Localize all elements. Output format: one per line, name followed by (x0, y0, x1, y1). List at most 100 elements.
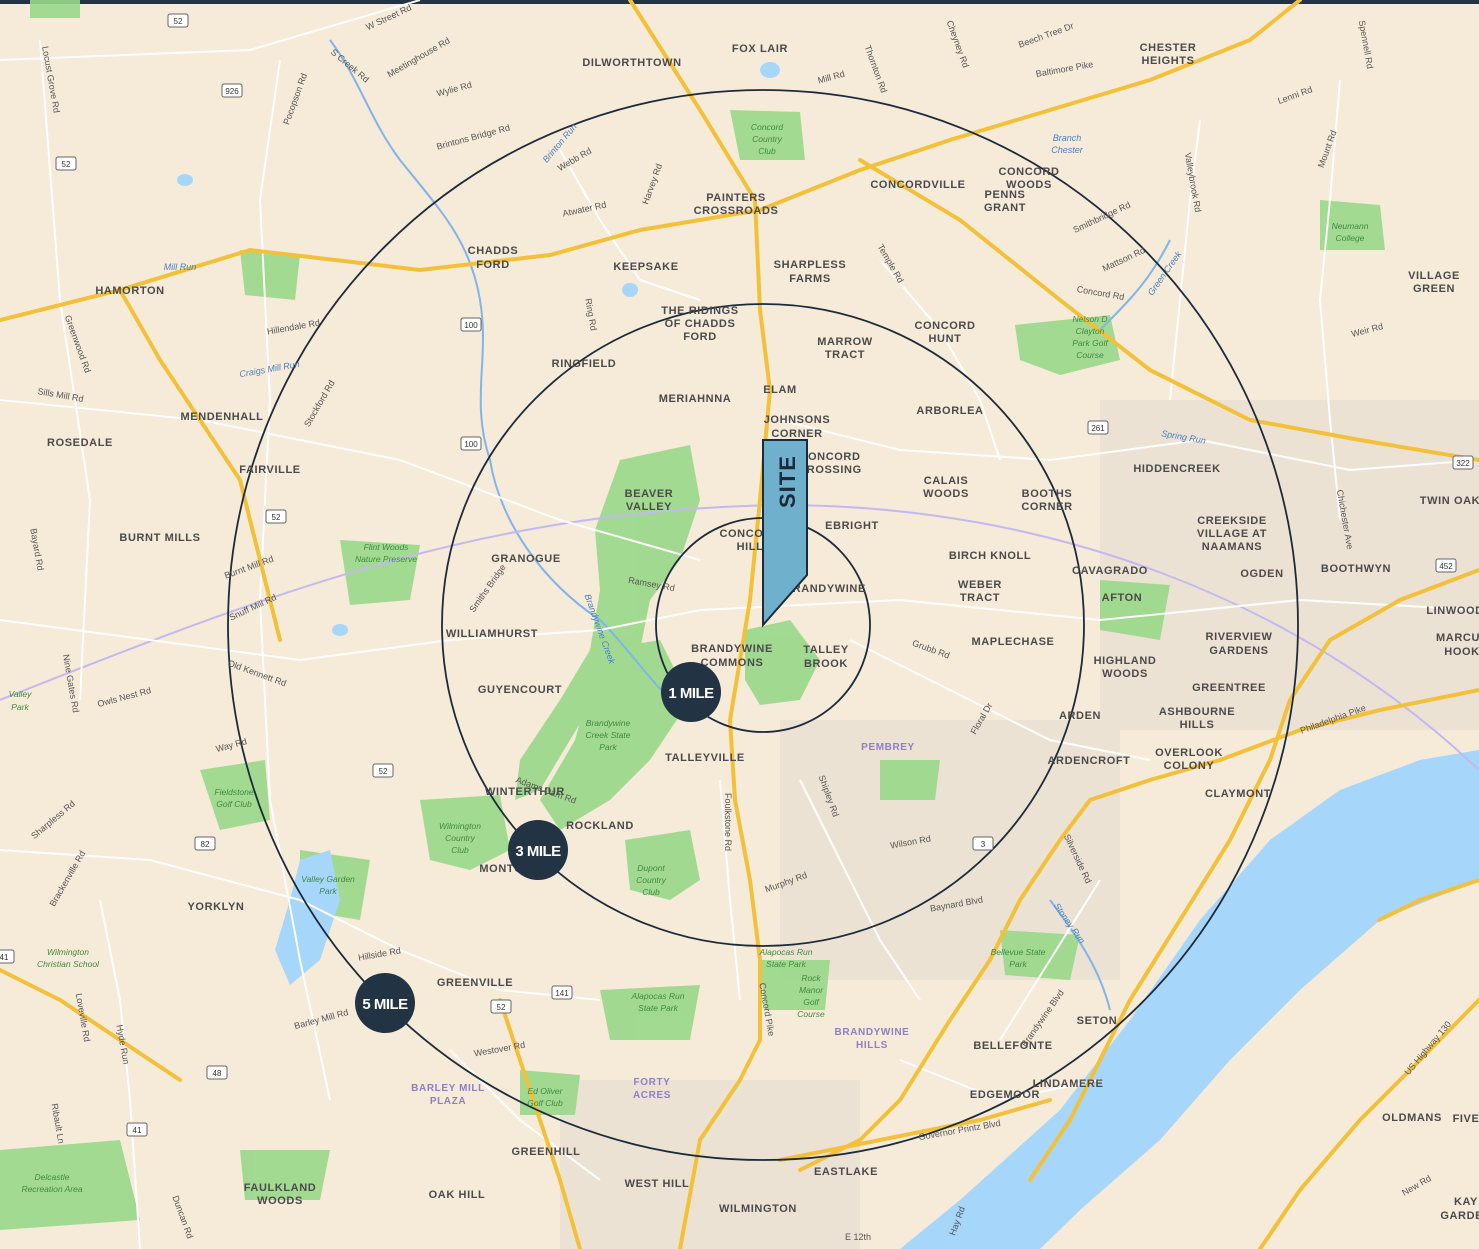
route-shield-icon: 926 (221, 83, 243, 98)
place-label: PLAZA (430, 1096, 466, 1107)
flag-pin-icon[interactable] (762, 439, 808, 628)
place-label: ARDENCROFT (1048, 755, 1131, 767)
place-label: FAULKLAND (244, 1182, 317, 1194)
place-label: MERIAHNNA (659, 393, 732, 405)
place-label: CONCORD (914, 320, 975, 332)
route-shield-icon: 3 (972, 836, 994, 851)
place-label: OVERLOOK (1155, 747, 1223, 759)
place-label: NAAMANS (1202, 541, 1262, 553)
place-label: HILL (737, 541, 764, 553)
water-label: Chester (1051, 145, 1084, 155)
park-label: State Park (766, 959, 806, 969)
place-label: TWIN OAK (1420, 495, 1479, 507)
badge-label: 5 MILE (362, 996, 408, 1013)
place-label: GREENVILLE (437, 977, 513, 989)
park-label: Manor (799, 985, 824, 995)
place-label: WINTERTHUR (485, 786, 565, 798)
place-label: ELAM (763, 384, 797, 396)
route-shield-icon: 41 (0, 949, 15, 964)
park-label: Dupont (637, 863, 665, 873)
place-label: CORNER (771, 428, 822, 440)
route-shield-number: 82 (201, 840, 210, 849)
park-label: Bellevue State (991, 947, 1046, 957)
route-shield-icon: 100 (460, 317, 482, 332)
badge-1-mile[interactable]: 1 MILE (661, 662, 721, 722)
place-label: VALLEY (626, 501, 672, 513)
us-highway-130 (1258, 998, 1479, 1249)
park-label: Recreation Area (21, 1184, 82, 1194)
place-label: MENDENHALL (181, 411, 264, 423)
place-label: TALLEY (803, 644, 849, 656)
place-label: OLDMANS (1382, 1112, 1442, 1124)
place-label: HIDDENCREEK (1133, 463, 1220, 475)
place-label: FOX LAIR (732, 43, 788, 55)
place-label: FIVE (1453, 1113, 1479, 1125)
place-label: EBRIGHT (825, 520, 879, 532)
badge-circle (661, 662, 721, 722)
park-label: Concord (751, 122, 783, 132)
site-marker[interactable]: SITE (762, 439, 808, 628)
route-shield-number: 41 (0, 953, 9, 962)
route-shield-icon: 48 (206, 1065, 228, 1080)
creeks (329, 39, 1171, 1011)
place-label: GREENHILL (512, 1146, 581, 1158)
place-label: BOOTHWYN (1321, 563, 1391, 575)
badge-5-mile[interactable]: 5 MILE (355, 973, 415, 1033)
place-label: ARBORLEA (916, 405, 983, 417)
place-label: MARROW (817, 336, 873, 348)
place-label: GREEN (1413, 283, 1455, 295)
park-label: College (1336, 233, 1365, 243)
park-label: Alapocas Run (631, 991, 685, 1001)
park-label: Valley Garden (301, 874, 355, 884)
place-label: ROCKLAND (566, 820, 634, 832)
park-label: Golf Club (216, 799, 252, 809)
place-label: BOOTHS (1022, 488, 1073, 500)
park-label: Golf Club (527, 1098, 563, 1108)
place-label: CONCORD (799, 451, 860, 463)
park-label: Wilmington (439, 821, 481, 831)
place-label: HIGHLAND (1094, 655, 1157, 667)
park-label: Course (1076, 350, 1104, 360)
park-label: Wilmington (47, 947, 89, 957)
route-shield-icon: 52 (55, 156, 77, 171)
badge-circle (508, 820, 568, 880)
road-label: E 12th (845, 1232, 871, 1242)
place-label: OAK HILL (429, 1189, 486, 1201)
park-label: Valley (9, 689, 33, 699)
place-label: GRANT (984, 202, 1026, 214)
park-label: Neumann (1332, 221, 1369, 231)
park-label: Brandywine (586, 718, 631, 728)
place-label: WOODS (1102, 668, 1148, 680)
route-shield-number: 52 (497, 1003, 506, 1012)
badge-label: 3 MILE (515, 843, 561, 860)
park-label: Alapocas Run (759, 947, 813, 957)
place-label: BEAVER (625, 488, 674, 500)
baltimore-pike (0, 0, 1302, 322)
place-label: EDGEMOOR (970, 1089, 1040, 1101)
concord-pike (628, 0, 773, 1249)
place-label: FARMS (789, 273, 831, 285)
place-label: TRACT (960, 592, 1000, 604)
place-label: GUYENCOURT (478, 684, 562, 696)
place-label: CROSSROADS (694, 205, 779, 217)
place-label: ASHBOURNE (1159, 706, 1235, 718)
place-label: HILLS (856, 1040, 888, 1051)
place-label: RIVERVIEW (1206, 631, 1273, 643)
place-label: WOODS (923, 488, 969, 500)
route-shield-number: 141 (555, 989, 569, 998)
place-label: ACRES (633, 1090, 671, 1101)
site-label: SITE (775, 455, 800, 508)
place-label: CAVAGRADO (1072, 565, 1148, 577)
place-label: BRANDYWINE (835, 1027, 910, 1038)
place-label: COLONY (1164, 760, 1215, 772)
route-shield-number: 100 (464, 321, 478, 330)
place-label: AFTON (1102, 592, 1143, 604)
place-label: GRANOGUE (491, 553, 561, 565)
park-label: Country (636, 875, 667, 885)
badge-3-mile[interactable]: 3 MILE (508, 820, 568, 880)
place-label: GREENTREE (1192, 682, 1266, 694)
ring-5-mile (227, 89, 1299, 1161)
route-shield-number: 41 (133, 1126, 142, 1135)
